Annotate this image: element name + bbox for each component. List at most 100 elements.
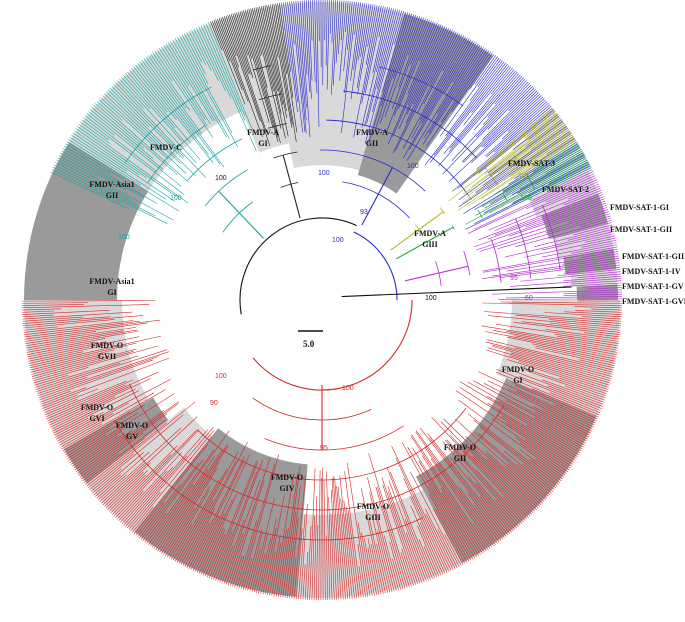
- tip-branch: [232, 13, 254, 78]
- tip-branch: [339, 475, 353, 599]
- tip-branch: [211, 20, 246, 105]
- tip-branch: [364, 10, 402, 144]
- tip-branch: [303, 0, 310, 93]
- tip-branch: [117, 80, 144, 109]
- tip-branch: [74, 130, 140, 176]
- tip-branch: [503, 496, 526, 521]
- tip-branch: [125, 455, 188, 527]
- tip-branch: [34, 374, 69, 386]
- tip-branch: [96, 451, 150, 499]
- tip-branch: [478, 371, 595, 426]
- tip-branch: [42, 394, 78, 409]
- tip-branch: [40, 387, 87, 405]
- tip-branch: [47, 371, 159, 422]
- tip-branch: [497, 215, 611, 250]
- tip-branch: [83, 419, 166, 483]
- tip-branch: [258, 537, 271, 594]
- tip-branch: [564, 264, 620, 272]
- tip-branch: [582, 284, 622, 288]
- tip-branch: [419, 22, 436, 61]
- clade-label-line: GIII: [422, 240, 438, 249]
- tip-branch: [563, 190, 602, 206]
- tip-branch: [200, 493, 237, 575]
- tip-branch: [177, 37, 239, 148]
- tip-branch: [90, 109, 163, 170]
- tip-branch: [472, 456, 531, 517]
- tip-branch: [62, 148, 158, 204]
- tip-branch: [451, 52, 493, 112]
- tip-branch: [584, 332, 620, 338]
- tip-branch: [170, 40, 227, 138]
- clade-label-line: FMDV-O: [81, 403, 113, 412]
- tip-branch: [105, 471, 144, 509]
- tip-branch: [167, 42, 216, 122]
- tip-branch: [29, 335, 161, 366]
- tip-branch: [336, 486, 346, 600]
- tip-branch: [57, 402, 129, 442]
- tip-branch: [92, 468, 122, 494]
- bootstrap-label: 90: [210, 400, 218, 407]
- tip-branch: [383, 535, 399, 591]
- tip-branch: [563, 275, 622, 282]
- tip-branch: [390, 472, 433, 579]
- tip-branch: [367, 477, 397, 591]
- tip-branch: [184, 33, 206, 75]
- tip-branch: [341, 1, 357, 133]
- tip-branch: [408, 16, 422, 56]
- o-backbone-arc: [252, 299, 413, 391]
- tip-branch: [506, 336, 617, 360]
- tip-branch: [75, 128, 147, 179]
- tip-branch: [502, 99, 546, 140]
- tip-branch: [403, 477, 448, 573]
- tip-branch: [239, 11, 274, 129]
- tip-branch: [83, 117, 185, 196]
- tip-branch: [471, 65, 510, 113]
- clade-spoke: [218, 190, 264, 239]
- tip-branch: [232, 555, 243, 587]
- tip-branch: [441, 492, 481, 555]
- bootstrap-label: 60: [525, 295, 533, 302]
- tip-branch: [285, 2, 298, 102]
- tip-branch: [565, 385, 605, 401]
- clade-label: FMDV-SAT-1-IV: [622, 267, 681, 276]
- tip-branch: [524, 439, 570, 471]
- tip-branch: [463, 143, 579, 214]
- tip-branch: [557, 169, 593, 187]
- tip-branch: [429, 494, 468, 563]
- tip-branch: [179, 35, 233, 134]
- tip-branch: [505, 296, 622, 299]
- tip-branch: [151, 456, 215, 548]
- tip-branch: [512, 136, 574, 177]
- tip-branch: [211, 462, 258, 579]
- tip-branch: [573, 224, 613, 236]
- tip-branch: [475, 483, 516, 530]
- tip-branch: [401, 442, 470, 562]
- tip-branch: [406, 43, 479, 161]
- tip-branch: [489, 120, 564, 176]
- tip-branch: [88, 111, 182, 187]
- tip-branch: [96, 101, 189, 182]
- tip-branch: [111, 85, 183, 159]
- tip-branch: [475, 469, 524, 523]
- clade-label-line: FMDV-O: [502, 365, 534, 374]
- tip-branch: [86, 113, 115, 136]
- tip-branch: [155, 449, 223, 550]
- tip-branch: [468, 476, 514, 532]
- tip-branch: [163, 468, 218, 555]
- internal-arc: [125, 86, 212, 163]
- tip-branch: [267, 551, 276, 596]
- tip-branch: [514, 384, 597, 422]
- tip-branch: [528, 161, 589, 194]
- tip-branch: [501, 150, 583, 198]
- tip-branch: [579, 217, 611, 228]
- tip-branch: [544, 312, 622, 318]
- tip-branch: [28, 343, 113, 362]
- tip-branch: [337, 486, 349, 599]
- internal-arc: [204, 169, 248, 207]
- tip-branch: [104, 462, 151, 507]
- tip-branch: [462, 90, 538, 163]
- tip-branch: [494, 194, 603, 236]
- tip-branch: [418, 460, 478, 558]
- tip-branch: [74, 430, 133, 471]
